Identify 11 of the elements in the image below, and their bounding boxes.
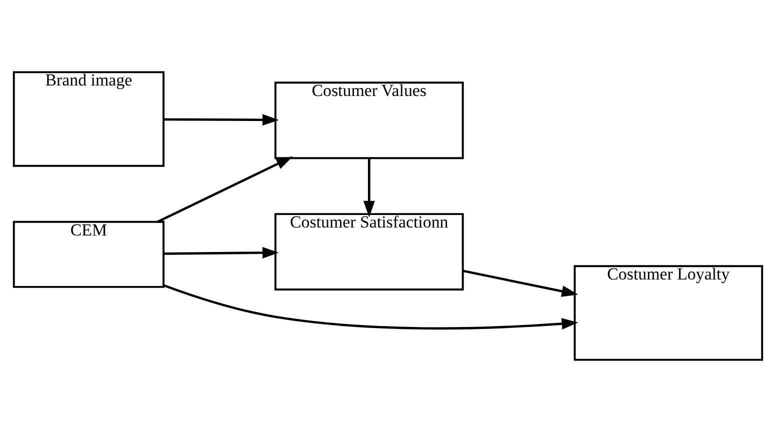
node-box: Costumer Values [274, 82, 464, 160]
arrow [164, 284, 578, 330]
node-box: Brand image [12, 71, 164, 167]
node-box: Costumer Satisfactionn [274, 213, 464, 290]
arrow [462, 270, 578, 297]
arrow [363, 158, 375, 218]
arrow [164, 247, 279, 259]
arrow [157, 156, 293, 223]
node-box: Costumer Loyalty [574, 265, 764, 361]
node-box: CEM [12, 220, 164, 288]
arrow [164, 114, 279, 126]
